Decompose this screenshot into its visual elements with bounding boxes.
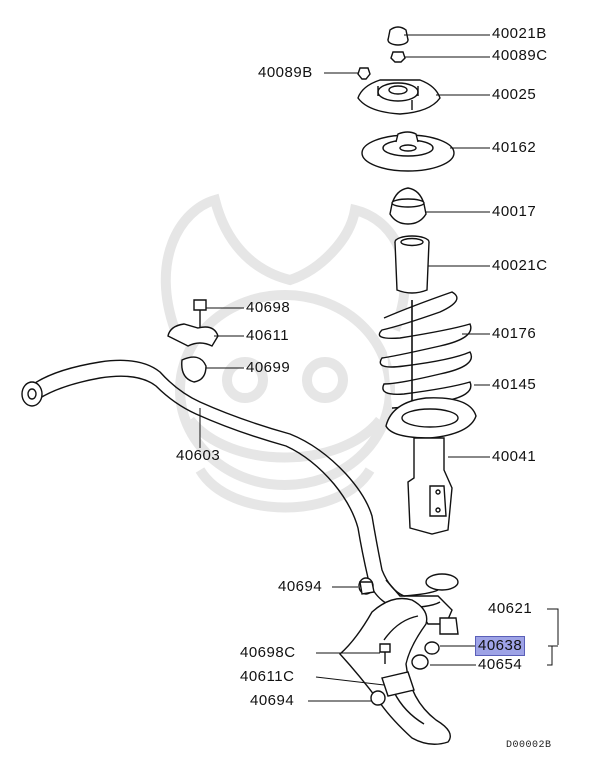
part-label-40145[interactable]: 40145: [492, 376, 537, 393]
part-label-40698[interactable]: 40698: [246, 299, 291, 316]
part-label-40611[interactable]: 40611: [246, 327, 290, 344]
part-label-40089c[interactable]: 40089C: [492, 47, 548, 64]
part-label-40654[interactable]: 40654: [478, 656, 523, 673]
part-label-40698c[interactable]: 40698C: [240, 644, 296, 661]
part-label-40017[interactable]: 40017: [492, 203, 537, 220]
part-label-40694-upper[interactable]: 40694: [278, 578, 323, 595]
part-label-40699[interactable]: 40699: [246, 359, 291, 376]
lower-control-arm: [339, 577, 459, 745]
part-label-40603[interactable]: 40603: [176, 447, 221, 464]
part-label-40021b[interactable]: 40021B: [492, 25, 547, 42]
part-label-40638-highlighted[interactable]: 40638: [474, 636, 526, 656]
part-label-40621[interactable]: 40621: [488, 600, 533, 617]
part-label-40162[interactable]: 40162: [492, 139, 537, 156]
part-label-40176[interactable]: 40176: [492, 325, 537, 342]
diagram-code: D00002B: [506, 740, 552, 751]
part-label-40025[interactable]: 40025: [492, 86, 537, 103]
strut-assembly: [357, 26, 477, 535]
part-label-40089b[interactable]: 40089B: [258, 64, 313, 81]
part-label-40041[interactable]: 40041: [492, 448, 537, 465]
part-label-40694-lower[interactable]: 40694: [250, 692, 295, 709]
leader-lines: [199, 34, 559, 702]
stabilizer-bar: [21, 299, 459, 625]
part-label-40611c[interactable]: 40611C: [240, 668, 295, 685]
part-label-40021c[interactable]: 40021C: [492, 257, 548, 274]
